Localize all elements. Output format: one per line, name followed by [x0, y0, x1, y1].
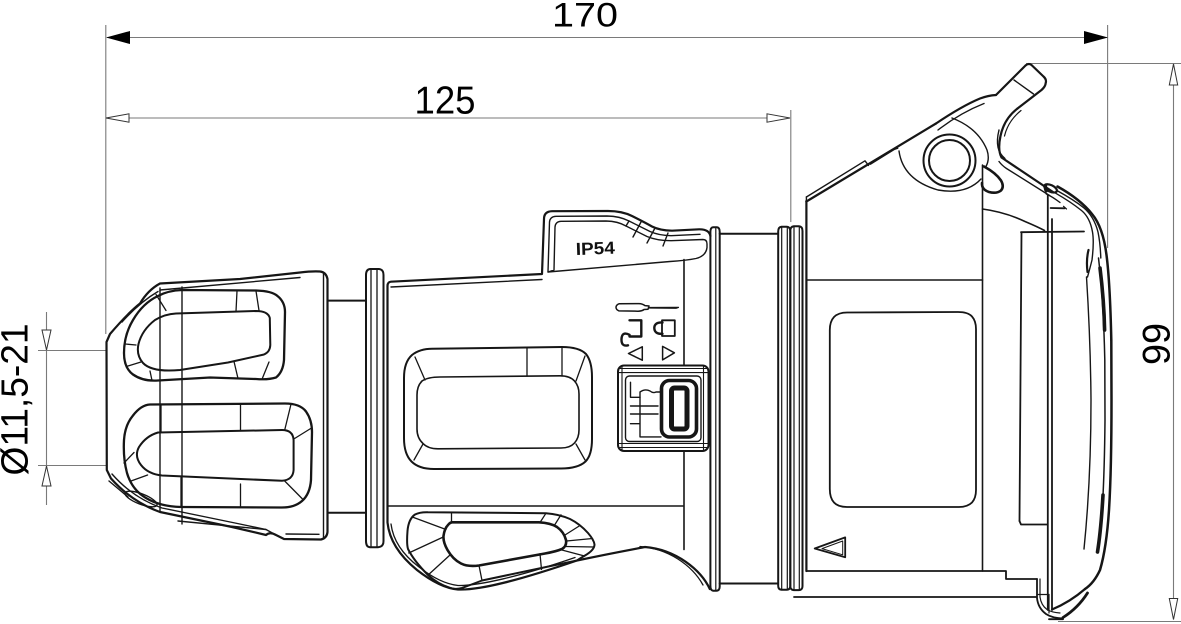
- svg-text:170: 170: [552, 0, 618, 35]
- svg-text:Ø11,5-21: Ø11,5-21: [0, 324, 37, 476]
- svg-text:125: 125: [415, 80, 476, 123]
- svg-text:IP54: IP54: [575, 238, 615, 259]
- svg-text:99: 99: [1136, 323, 1179, 365]
